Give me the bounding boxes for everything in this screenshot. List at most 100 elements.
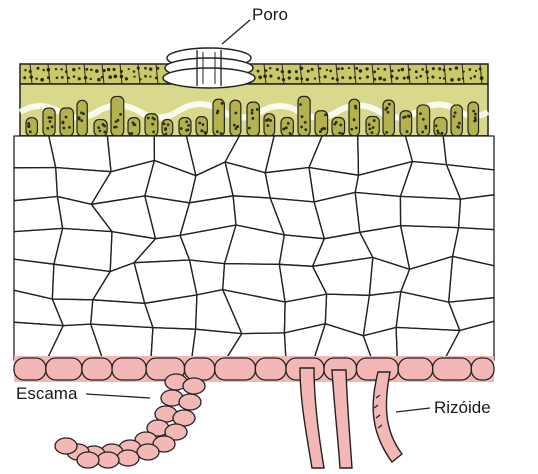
epidermis-dot xyxy=(257,70,260,73)
epidermis-dot xyxy=(378,76,382,80)
epidermis-dot xyxy=(128,68,130,70)
lower-epidermis-cell xyxy=(82,358,112,380)
epidermis-dot xyxy=(355,67,358,70)
chlorenchyma-filament xyxy=(162,120,173,136)
epidermis-dot xyxy=(359,77,362,80)
epidermis-dot xyxy=(331,77,334,80)
epidermis-dot xyxy=(277,77,280,80)
pore-ring-bottom xyxy=(163,68,255,88)
escama-label: Escama xyxy=(16,385,77,402)
chlorenchyma-filament xyxy=(298,96,310,136)
epidermis-dot xyxy=(55,68,57,70)
epidermis-dot xyxy=(306,78,309,81)
epidermis-dot xyxy=(133,70,136,73)
epidermis-dot xyxy=(40,78,44,82)
epidermis-dot xyxy=(269,75,272,78)
epidermis-dot xyxy=(125,77,128,80)
scale-cell xyxy=(55,438,77,454)
epidermis-dot xyxy=(73,75,76,78)
lower-epidermis-cell xyxy=(112,358,146,380)
chlorenchyma-filament xyxy=(213,99,224,136)
lower-epidermis-cell xyxy=(215,358,256,380)
chloroplast xyxy=(167,123,170,126)
scale-structure xyxy=(55,374,205,468)
chloroplast xyxy=(265,119,268,122)
lower-epidermis-cell xyxy=(14,358,46,380)
chloroplast xyxy=(165,133,168,136)
scale-cell xyxy=(179,394,201,410)
chloroplast xyxy=(256,108,259,111)
chloroplast xyxy=(97,126,100,129)
epidermis-dot xyxy=(61,76,64,79)
chloroplast xyxy=(341,132,344,135)
chloroplast xyxy=(385,131,388,134)
chloroplast xyxy=(68,126,71,129)
chloroplast xyxy=(27,125,30,128)
epidermis-dot xyxy=(415,77,417,79)
chloroplast xyxy=(252,117,255,120)
chlorenchyma-filament xyxy=(111,96,124,136)
lower-epidermis-cell xyxy=(471,358,494,380)
chloroplast xyxy=(373,119,376,122)
chloroplast xyxy=(251,112,254,115)
scale-cell xyxy=(183,378,205,394)
scale-cell xyxy=(97,452,119,468)
lower-epidermis-cell xyxy=(46,358,82,380)
chlorenchyma-filament xyxy=(179,118,191,136)
epidermis-dot xyxy=(341,67,344,70)
epidermis-dot xyxy=(107,68,110,71)
chloroplast xyxy=(436,130,439,133)
epidermis-dot xyxy=(314,77,316,79)
lower-epidermis-cell xyxy=(398,358,432,380)
epidermis-dot xyxy=(35,77,37,79)
chloroplast xyxy=(419,112,422,115)
chloroplast xyxy=(115,120,118,123)
epidermis-dot xyxy=(60,68,62,70)
chlorenchyma-filament xyxy=(230,100,241,136)
chloroplast xyxy=(63,127,66,130)
epidermis-dot xyxy=(307,70,310,73)
epidermis-dot xyxy=(78,77,81,80)
chloroplast xyxy=(266,124,269,127)
chloroplast xyxy=(388,103,391,106)
chloroplast xyxy=(324,113,327,116)
chloroplast xyxy=(187,128,190,131)
chloroplast xyxy=(407,115,410,118)
chloroplast xyxy=(300,125,303,128)
epidermis-dot xyxy=(23,76,26,79)
chloroplast xyxy=(387,111,390,114)
chloroplast xyxy=(103,125,106,128)
epidermis-dot xyxy=(56,76,59,79)
chloroplast xyxy=(441,132,444,135)
epidermis-dot xyxy=(133,76,135,78)
chloroplast xyxy=(204,131,207,134)
epidermis-dot xyxy=(149,76,151,78)
epidermis-dot xyxy=(329,70,332,73)
chloroplast xyxy=(47,116,50,119)
chloroplast xyxy=(51,125,54,128)
chloroplast xyxy=(322,127,325,130)
epidermis-dot xyxy=(455,66,459,70)
epidermis-dot xyxy=(112,68,115,71)
scale-cell xyxy=(77,452,99,468)
epidermis-dot xyxy=(432,67,435,70)
epidermis-dot xyxy=(149,67,152,70)
chloroplast xyxy=(49,120,52,123)
chloroplast xyxy=(355,127,358,130)
lower-epidermis-cells xyxy=(14,356,494,382)
chloroplast xyxy=(421,131,424,134)
epidermis-dot xyxy=(90,78,92,80)
chloroplast xyxy=(474,116,477,119)
epidermis-dot xyxy=(359,69,363,73)
epidermis-dot xyxy=(373,70,376,73)
chloroplast xyxy=(350,128,353,131)
parenchyma xyxy=(14,136,494,360)
epidermis-dot xyxy=(72,68,75,71)
chloroplast xyxy=(248,127,251,130)
epidermis-dot xyxy=(383,68,386,71)
epidermis-dot xyxy=(95,69,99,73)
epidermis-dot xyxy=(42,69,44,71)
poro-label: Poro xyxy=(252,6,288,23)
chloroplast xyxy=(103,130,106,133)
